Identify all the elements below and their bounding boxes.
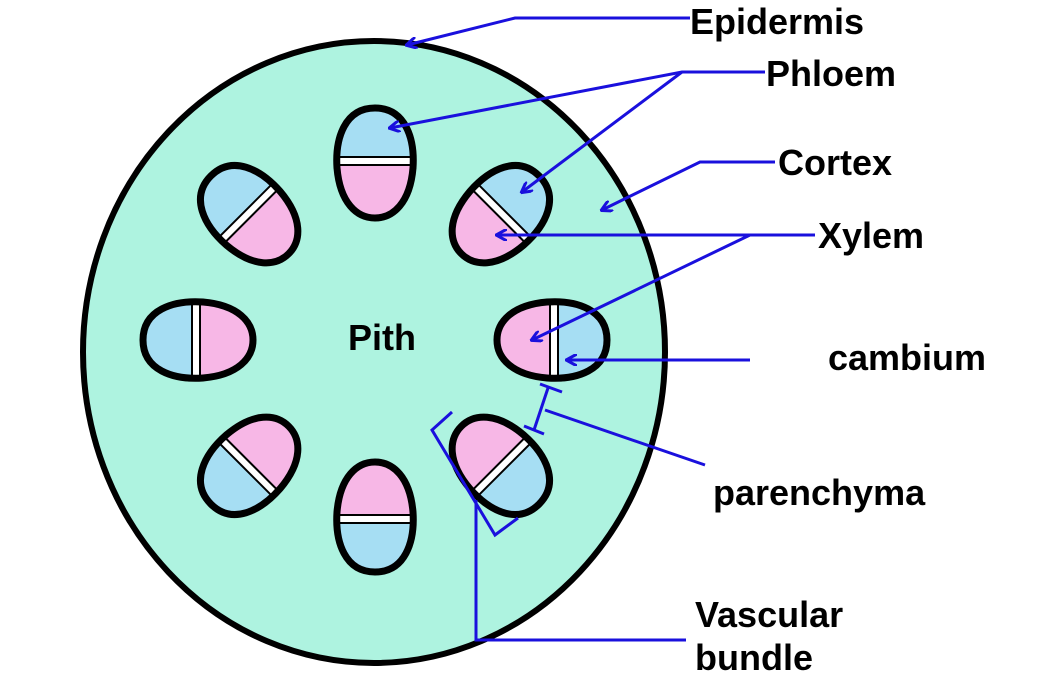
phloem-arrow-2 [522, 70, 683, 192]
bundle-outline [493, 298, 611, 382]
phloem-label: Phloem [766, 53, 896, 94]
epidermis-label: Epidermis [690, 1, 864, 42]
vascular-bundle-line [474, 500, 686, 642]
cortex-label: Cortex [778, 142, 892, 183]
xylem-arrow-2 [532, 233, 751, 340]
vascular-label-line1: Vascular [695, 594, 843, 635]
pith-label: Pith [348, 317, 416, 358]
cambium-label: cambium [828, 337, 986, 378]
parenchyma-label: parenchyma [713, 472, 926, 513]
xylem-label: Xylem [818, 215, 924, 256]
vascular-bundle [183, 148, 302, 267]
cambium [549, 301, 559, 379]
vascular-bundle [493, 298, 611, 382]
cambium [336, 156, 414, 166]
bundle-outline [139, 298, 257, 382]
cambium [336, 514, 414, 524]
cambium [191, 301, 201, 379]
bundle-outline [448, 162, 553, 267]
vascular-bundle [333, 104, 417, 222]
parenchyma-bracket [523, 382, 563, 436]
vascular-bundle [333, 458, 417, 576]
bundle-outline [333, 104, 417, 222]
bundle-outline [333, 458, 417, 576]
bundle-outline [197, 162, 302, 267]
bundle-outline [448, 413, 553, 518]
bundle-outline [197, 413, 302, 518]
vascular-bundle [139, 298, 257, 382]
cortex-arrow [602, 160, 775, 210]
epidermis-arrow [407, 16, 690, 45]
vascular-bundle-bracket [430, 410, 519, 538]
vascular-bundle [448, 413, 567, 532]
vascular-bundles [139, 104, 611, 576]
vascular-label-line2: bundle [695, 637, 813, 678]
parenchyma-line [544, 408, 706, 467]
